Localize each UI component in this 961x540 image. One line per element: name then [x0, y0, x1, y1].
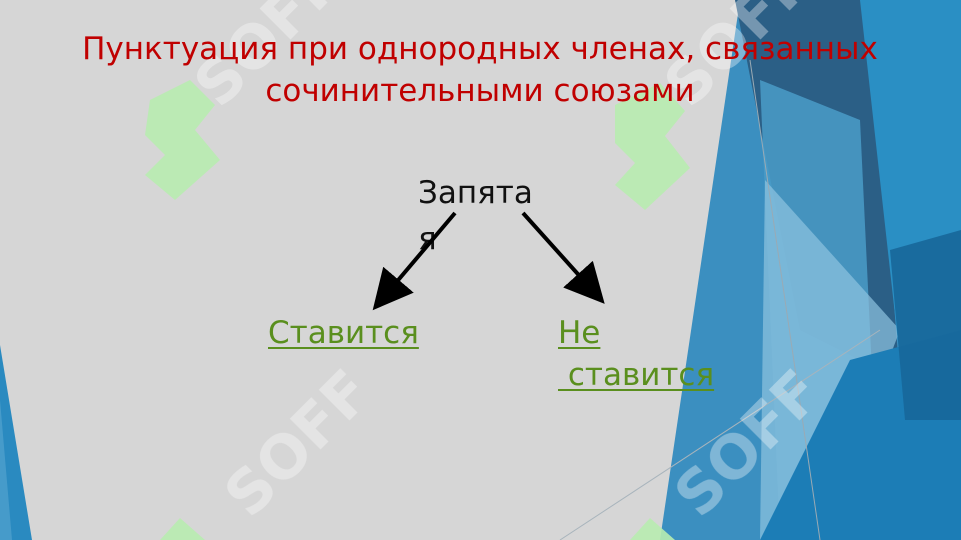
guide-line: [749, 59, 821, 540]
left-blue-strip: [0, 345, 32, 540]
center-word: Запятая: [418, 175, 533, 257]
option-link-stavitsya[interactable]: Ставится: [268, 315, 419, 351]
svg-text:SOFF: SOFF: [211, 357, 385, 531]
guide-line: [559, 329, 881, 540]
watermark-logo: [145, 80, 690, 540]
option-link-ne-stavitsya-line-2: ставится: [558, 357, 715, 393]
title-line-1: Пунктуация при однородных членах, связан…: [82, 31, 878, 67]
left-blue-strip-light: [0, 320, 12, 540]
title-line-2: сочинительными союзами: [265, 73, 695, 109]
option-link-ne-stavitsya-line-1: Не: [558, 315, 601, 351]
option-link-ne-stavitsya[interactable]: Не ставится: [558, 312, 738, 396]
right-panel-light: [760, 180, 900, 540]
slide-title: Пунктуация при однородных членах, связан…: [20, 28, 940, 112]
right-panel-deep: [890, 230, 961, 420]
